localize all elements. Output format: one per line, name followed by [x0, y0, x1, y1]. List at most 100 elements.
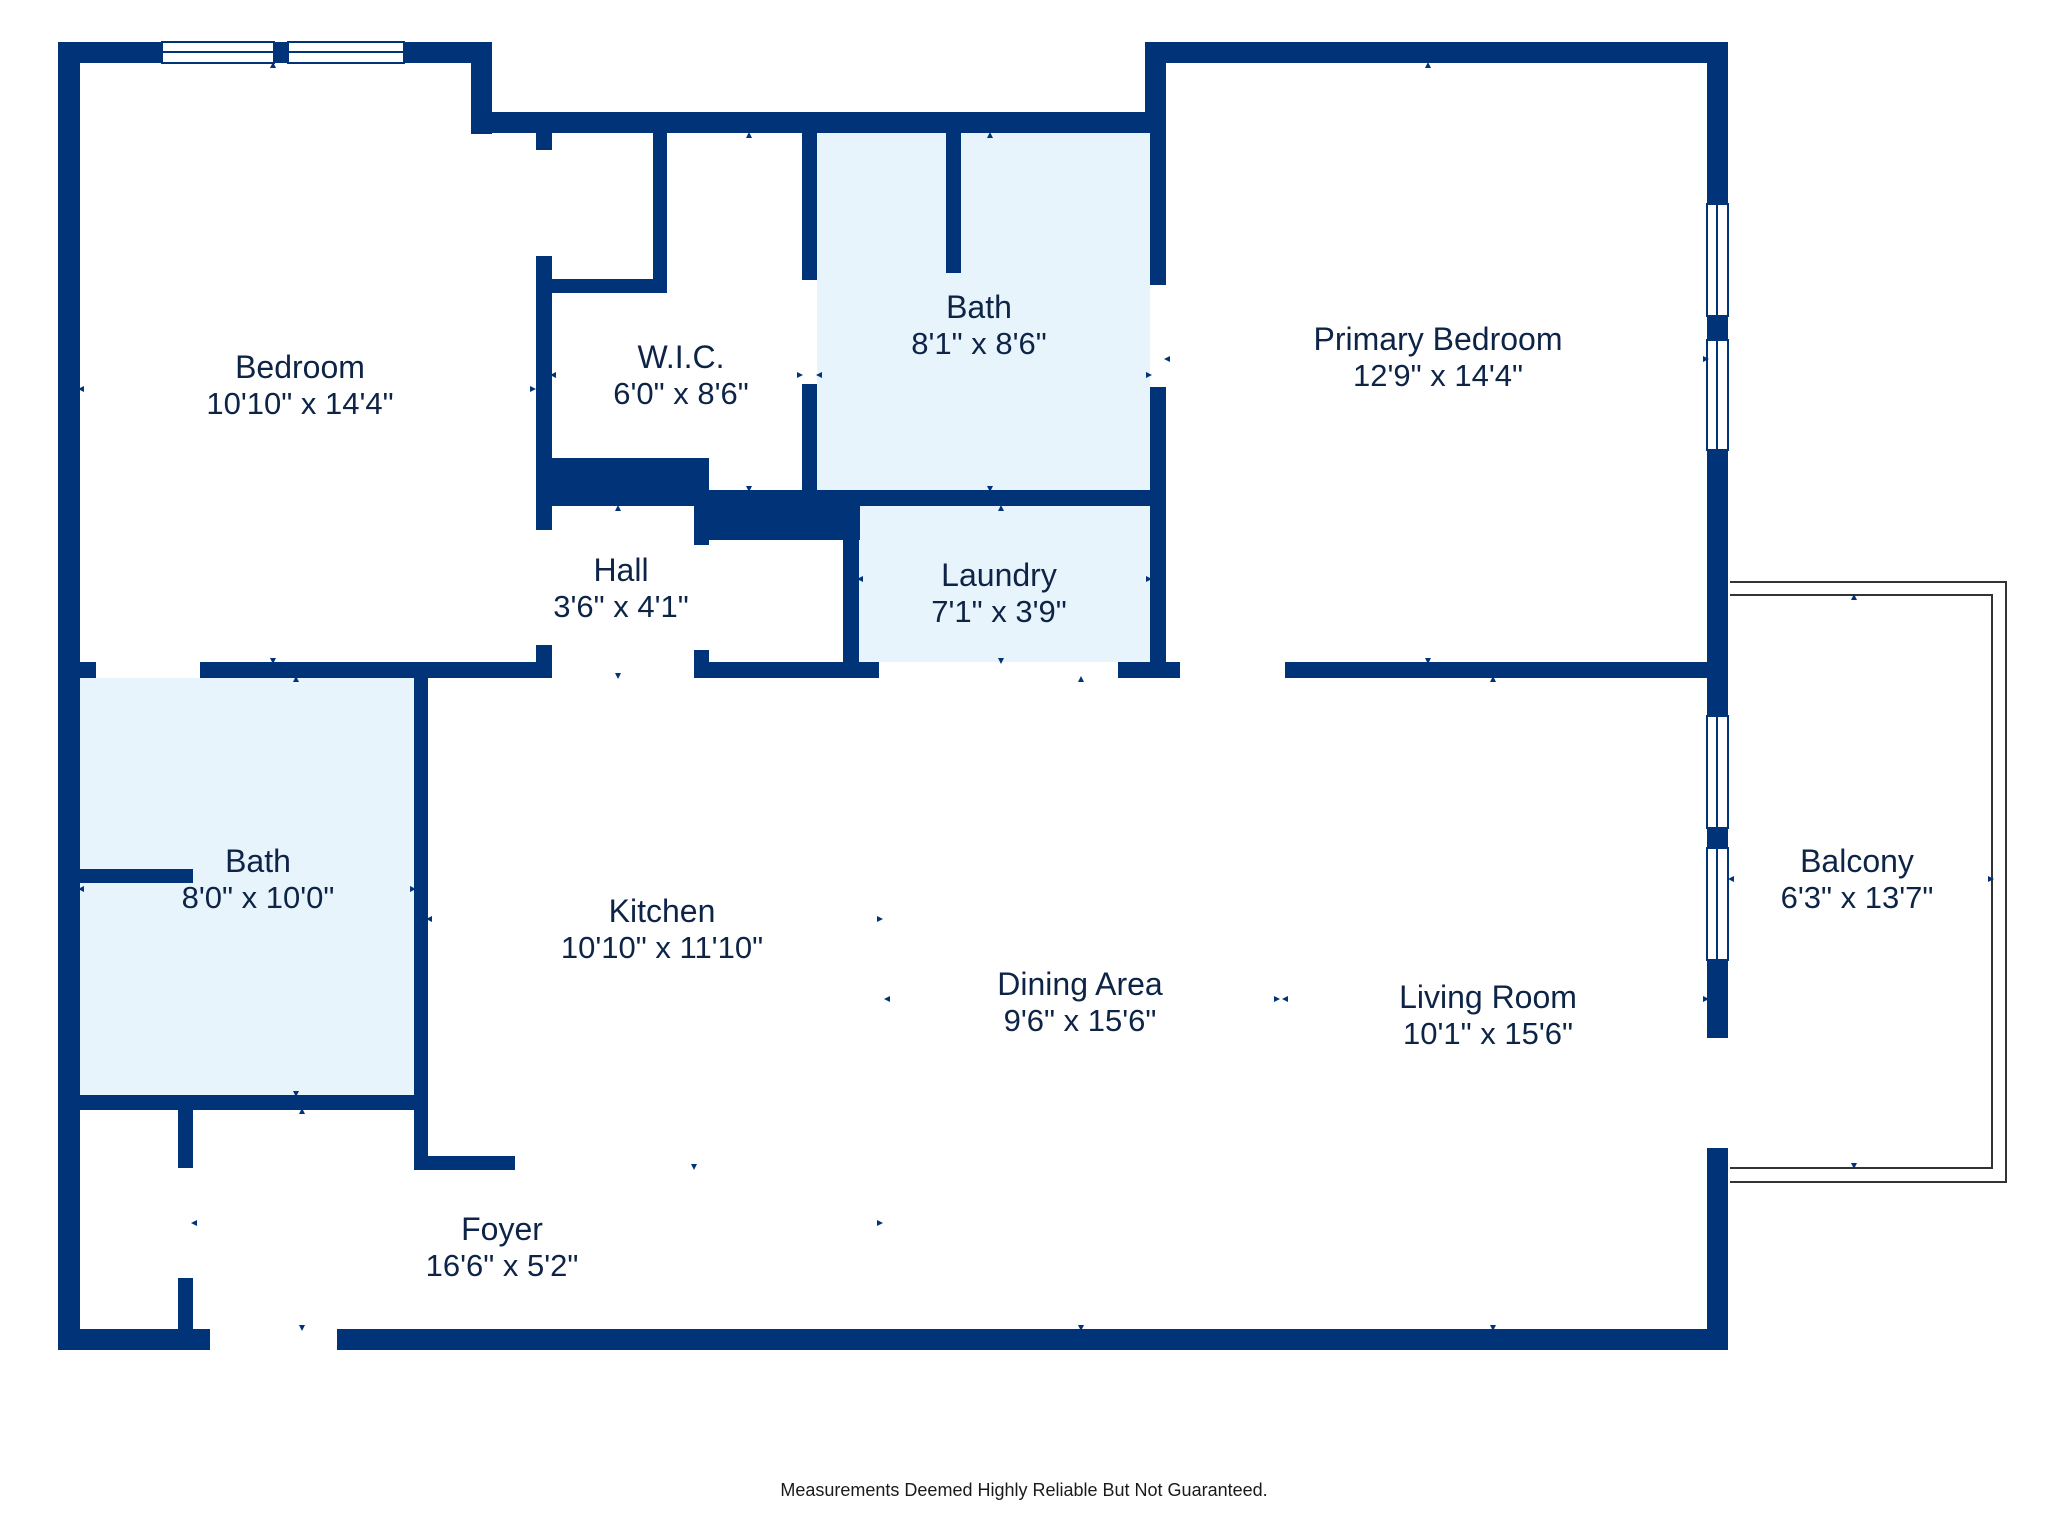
openings	[96, 150, 1728, 1350]
marker	[426, 916, 432, 922]
wall-bath-laundry	[802, 490, 1166, 506]
opening-laundry-door	[879, 662, 1118, 678]
disclaimer-text: Measurements Deemed Highly Reliable But …	[780, 1480, 1268, 1500]
room-name-balcony: Balcony	[1800, 843, 1914, 879]
room-dims-wic: 6'0" x 8'6"	[613, 376, 749, 411]
opening-entry-door	[210, 1329, 337, 1350]
marker	[816, 372, 822, 378]
marker	[797, 372, 803, 378]
wall-bath-lower-shelf	[80, 869, 193, 883]
room-name-laundry: Laundry	[941, 557, 1057, 593]
marker	[1282, 996, 1288, 1002]
marker	[691, 1164, 697, 1170]
marker	[746, 486, 752, 492]
marker	[877, 916, 883, 922]
room-dims-living: 10'1" x 15'6"	[1403, 1016, 1573, 1051]
marker	[550, 372, 556, 378]
opening-bedroom-closet	[536, 150, 552, 256]
marker	[1703, 356, 1709, 362]
wall-exterior-left	[58, 42, 80, 1350]
room-name-bedroom: Bedroom	[235, 349, 365, 385]
marker	[1146, 372, 1152, 378]
marker	[1274, 996, 1280, 1002]
room-dims-balcony: 6'3" x 13'7"	[1781, 880, 1934, 915]
wall-top-notch-right	[1145, 42, 1166, 133]
marker	[1146, 576, 1152, 582]
marker	[857, 576, 863, 582]
bath-lower-fill	[80, 678, 414, 1095]
room-name-primary: Primary Bedroom	[1314, 321, 1563, 357]
room-name-foyer: Foyer	[461, 1211, 543, 1247]
room-name-hall: Hall	[593, 552, 648, 588]
room-dims-primary: 12'9" x 14'4"	[1353, 358, 1523, 393]
marker	[998, 658, 1004, 664]
room-name-bath-lower: Bath	[225, 843, 291, 879]
laundry-fill	[859, 506, 1157, 662]
marker	[1490, 676, 1496, 682]
marker	[884, 996, 890, 1002]
measurement-markers	[78, 62, 1994, 1331]
room-name-bath-upper: Bath	[946, 289, 1012, 325]
marker	[1164, 356, 1170, 362]
opening-hall-bottom	[552, 662, 694, 678]
room-name-kitchen: Kitchen	[609, 893, 716, 929]
wall-bath-lower-bottom	[58, 1095, 428, 1110]
marker	[877, 1220, 883, 1226]
windows	[161, 41, 1729, 961]
wall-block-wic-bottom	[536, 458, 709, 506]
opening-balcony-door	[1707, 1038, 1728, 1148]
marker	[78, 386, 84, 392]
wall-mid-hall-right	[694, 662, 879, 678]
wall-mid-primary	[1285, 662, 1728, 678]
room-dims-hall: 3'6" x 4'1"	[553, 589, 689, 624]
room-dims-dining: 9'6" x 15'6"	[1004, 1003, 1157, 1038]
room-dims-kitchen: 10'10" x 11'10"	[561, 930, 763, 965]
wall-bath-primary	[1150, 112, 1166, 678]
marker	[270, 658, 276, 664]
marker	[1490, 1325, 1496, 1331]
wall-bath-stub	[946, 133, 961, 273]
marker	[410, 886, 416, 892]
marker	[299, 1108, 305, 1114]
marker	[270, 62, 276, 68]
wall-top-right	[1145, 42, 1728, 63]
room-labels: Bedroom 10'10" x 14'4" W.I.C. 6'0" x 8'6…	[182, 289, 1934, 1283]
marker	[293, 676, 299, 682]
marker	[1425, 658, 1431, 664]
marker	[1078, 676, 1084, 682]
balcony-outline-inner	[1730, 594, 1993, 1169]
marker	[1728, 876, 1734, 882]
walls	[58, 42, 1728, 1350]
room-name-living: Living Room	[1399, 979, 1577, 1015]
room-dims-bedroom: 10'10" x 14'4"	[206, 386, 393, 421]
marker	[615, 673, 621, 679]
marker	[1988, 876, 1994, 882]
room-dims-bath-upper: 8'1" x 8'6"	[911, 326, 1047, 361]
marker	[987, 486, 993, 492]
marker	[293, 1091, 299, 1097]
marker	[1703, 996, 1709, 1002]
marker	[78, 886, 84, 892]
balcony-outline-outer	[1730, 581, 2007, 1183]
opening-bedroom-door	[96, 662, 200, 678]
marker	[1078, 1325, 1084, 1331]
opening-hall-right	[694, 545, 709, 650]
marker	[1425, 62, 1431, 68]
room-name-wic: W.I.C.	[637, 339, 724, 375]
wall-exterior-bottom	[58, 1329, 1728, 1350]
bath-upper-fill	[817, 133, 1157, 490]
marker	[299, 1325, 305, 1331]
marker	[987, 132, 993, 138]
bath-fills	[80, 133, 1157, 1095]
wall-mid-laundry-right	[1118, 662, 1180, 678]
room-dims-foyer: 16'6" x 5'2"	[426, 1248, 579, 1283]
wall-laundry-left	[843, 490, 859, 678]
marker	[191, 1220, 197, 1226]
opening-foyer-closet	[178, 1168, 193, 1278]
opening-primary-door	[1180, 662, 1285, 678]
room-dims-laundry: 7'1" x 3'9"	[931, 594, 1067, 629]
wall-top-middle	[471, 112, 1166, 133]
opening-wic-bath	[802, 280, 817, 384]
marker	[615, 505, 621, 511]
wall-closet-vertical	[653, 133, 667, 293]
